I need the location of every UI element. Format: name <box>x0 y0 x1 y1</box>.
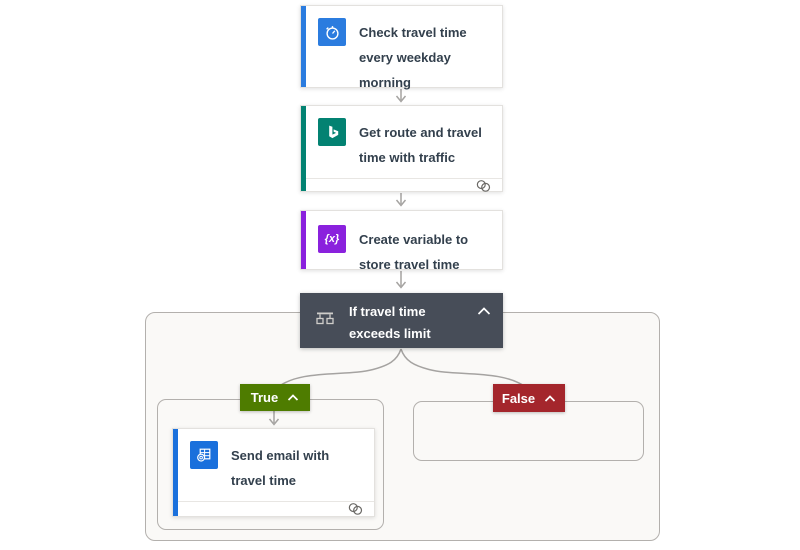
bing-accent-bar <box>301 106 306 191</box>
outlook-icon <box>190 441 218 469</box>
action-card-send-email[interactable]: Send email with travel time <box>172 428 375 517</box>
action-title: Create variable to store travel time <box>359 232 469 272</box>
chevron-up-icon[interactable] <box>544 391 556 406</box>
action-title: Send email with travel time <box>231 448 330 488</box>
variable-icon: {x} <box>318 225 346 253</box>
connection-icon[interactable] <box>475 179 492 198</box>
connection-icon[interactable] <box>347 502 364 521</box>
variable-glyph: {x} <box>324 233 340 245</box>
condition-title: If travel time exceeds limit <box>349 304 431 341</box>
action-card-get-route[interactable]: Get route and travel time with traffic <box>300 105 503 192</box>
action-card-create-variable[interactable]: {x} Create variable to store travel time <box>300 210 503 272</box>
bing-maps-icon <box>318 118 346 146</box>
outlook-accent-bar <box>173 429 178 516</box>
condition-icon <box>315 310 335 348</box>
trigger-accent-bar <box>301 6 306 87</box>
action-title: Get route and travel time with traffic <box>359 125 482 165</box>
chevron-up-icon[interactable] <box>477 303 491 348</box>
alarm-clock-icon <box>318 18 346 46</box>
trigger-card-check-travel-time[interactable]: Check travel time every weekday morning <box>300 5 503 90</box>
true-branch-badge[interactable]: True <box>240 384 310 411</box>
trigger-title: Check travel time every weekday morning <box>359 25 467 90</box>
false-branch-badge[interactable]: False <box>493 384 565 412</box>
false-branch-label: False <box>501 390 536 406</box>
condition-card-if-travel-time[interactable]: If travel time exceeds limit <box>300 293 503 348</box>
variable-accent-bar <box>301 211 306 269</box>
chevron-up-icon[interactable] <box>287 390 299 405</box>
true-branch-label: True <box>250 390 279 405</box>
